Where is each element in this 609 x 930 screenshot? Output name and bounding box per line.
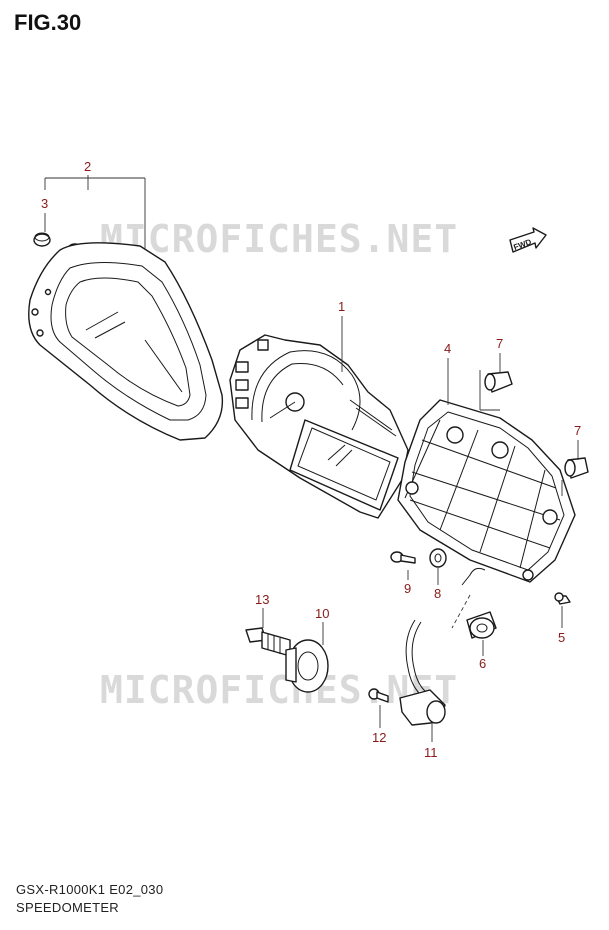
part-6-cushion	[466, 611, 497, 639]
part-8-washer	[429, 548, 447, 568]
part-1-speedometer-assembly	[229, 334, 409, 519]
callout-12: 12	[372, 730, 386, 745]
callout-11: 11	[424, 745, 438, 760]
callout-7b: 7	[574, 423, 581, 438]
callout-4: 4	[444, 341, 451, 356]
watermark-top: MICROFICHES.NET	[100, 217, 458, 261]
part-7-grommet-b	[564, 457, 589, 479]
footer-model-code: GSX-R1000K1 E02_030	[16, 882, 164, 897]
callout-6: 6	[479, 656, 486, 671]
callout-13: 13	[255, 592, 269, 607]
part-9-screw	[390, 551, 416, 564]
leader-lines	[44, 175, 579, 742]
callout-9: 9	[404, 581, 411, 596]
watermark-bottom: MICROFICHES.NET	[100, 668, 458, 712]
part-7-grommet-a	[484, 371, 513, 393]
part-5-screw	[554, 592, 571, 605]
part-10-pulse-ring	[285, 639, 329, 693]
part-4-rear-case	[397, 399, 576, 583]
callout-10: 10	[315, 606, 329, 621]
fwd-arrow-icon: FWD	[509, 227, 547, 253]
footer-section: SPEEDOMETER	[16, 900, 119, 915]
part-12-screw	[368, 688, 389, 703]
callout-7a: 7	[496, 336, 503, 351]
part-2-meter-cover	[28, 242, 224, 441]
callout-3: 3	[41, 196, 48, 211]
callout-5: 5	[558, 630, 565, 645]
part-11-speed-sensor	[399, 619, 446, 726]
part-13-bolt	[245, 627, 291, 657]
callout-2: 2	[84, 159, 91, 174]
callout-8: 8	[434, 586, 441, 601]
callout-1: 1	[338, 299, 345, 314]
figure-title: FIG.30	[14, 10, 82, 35]
